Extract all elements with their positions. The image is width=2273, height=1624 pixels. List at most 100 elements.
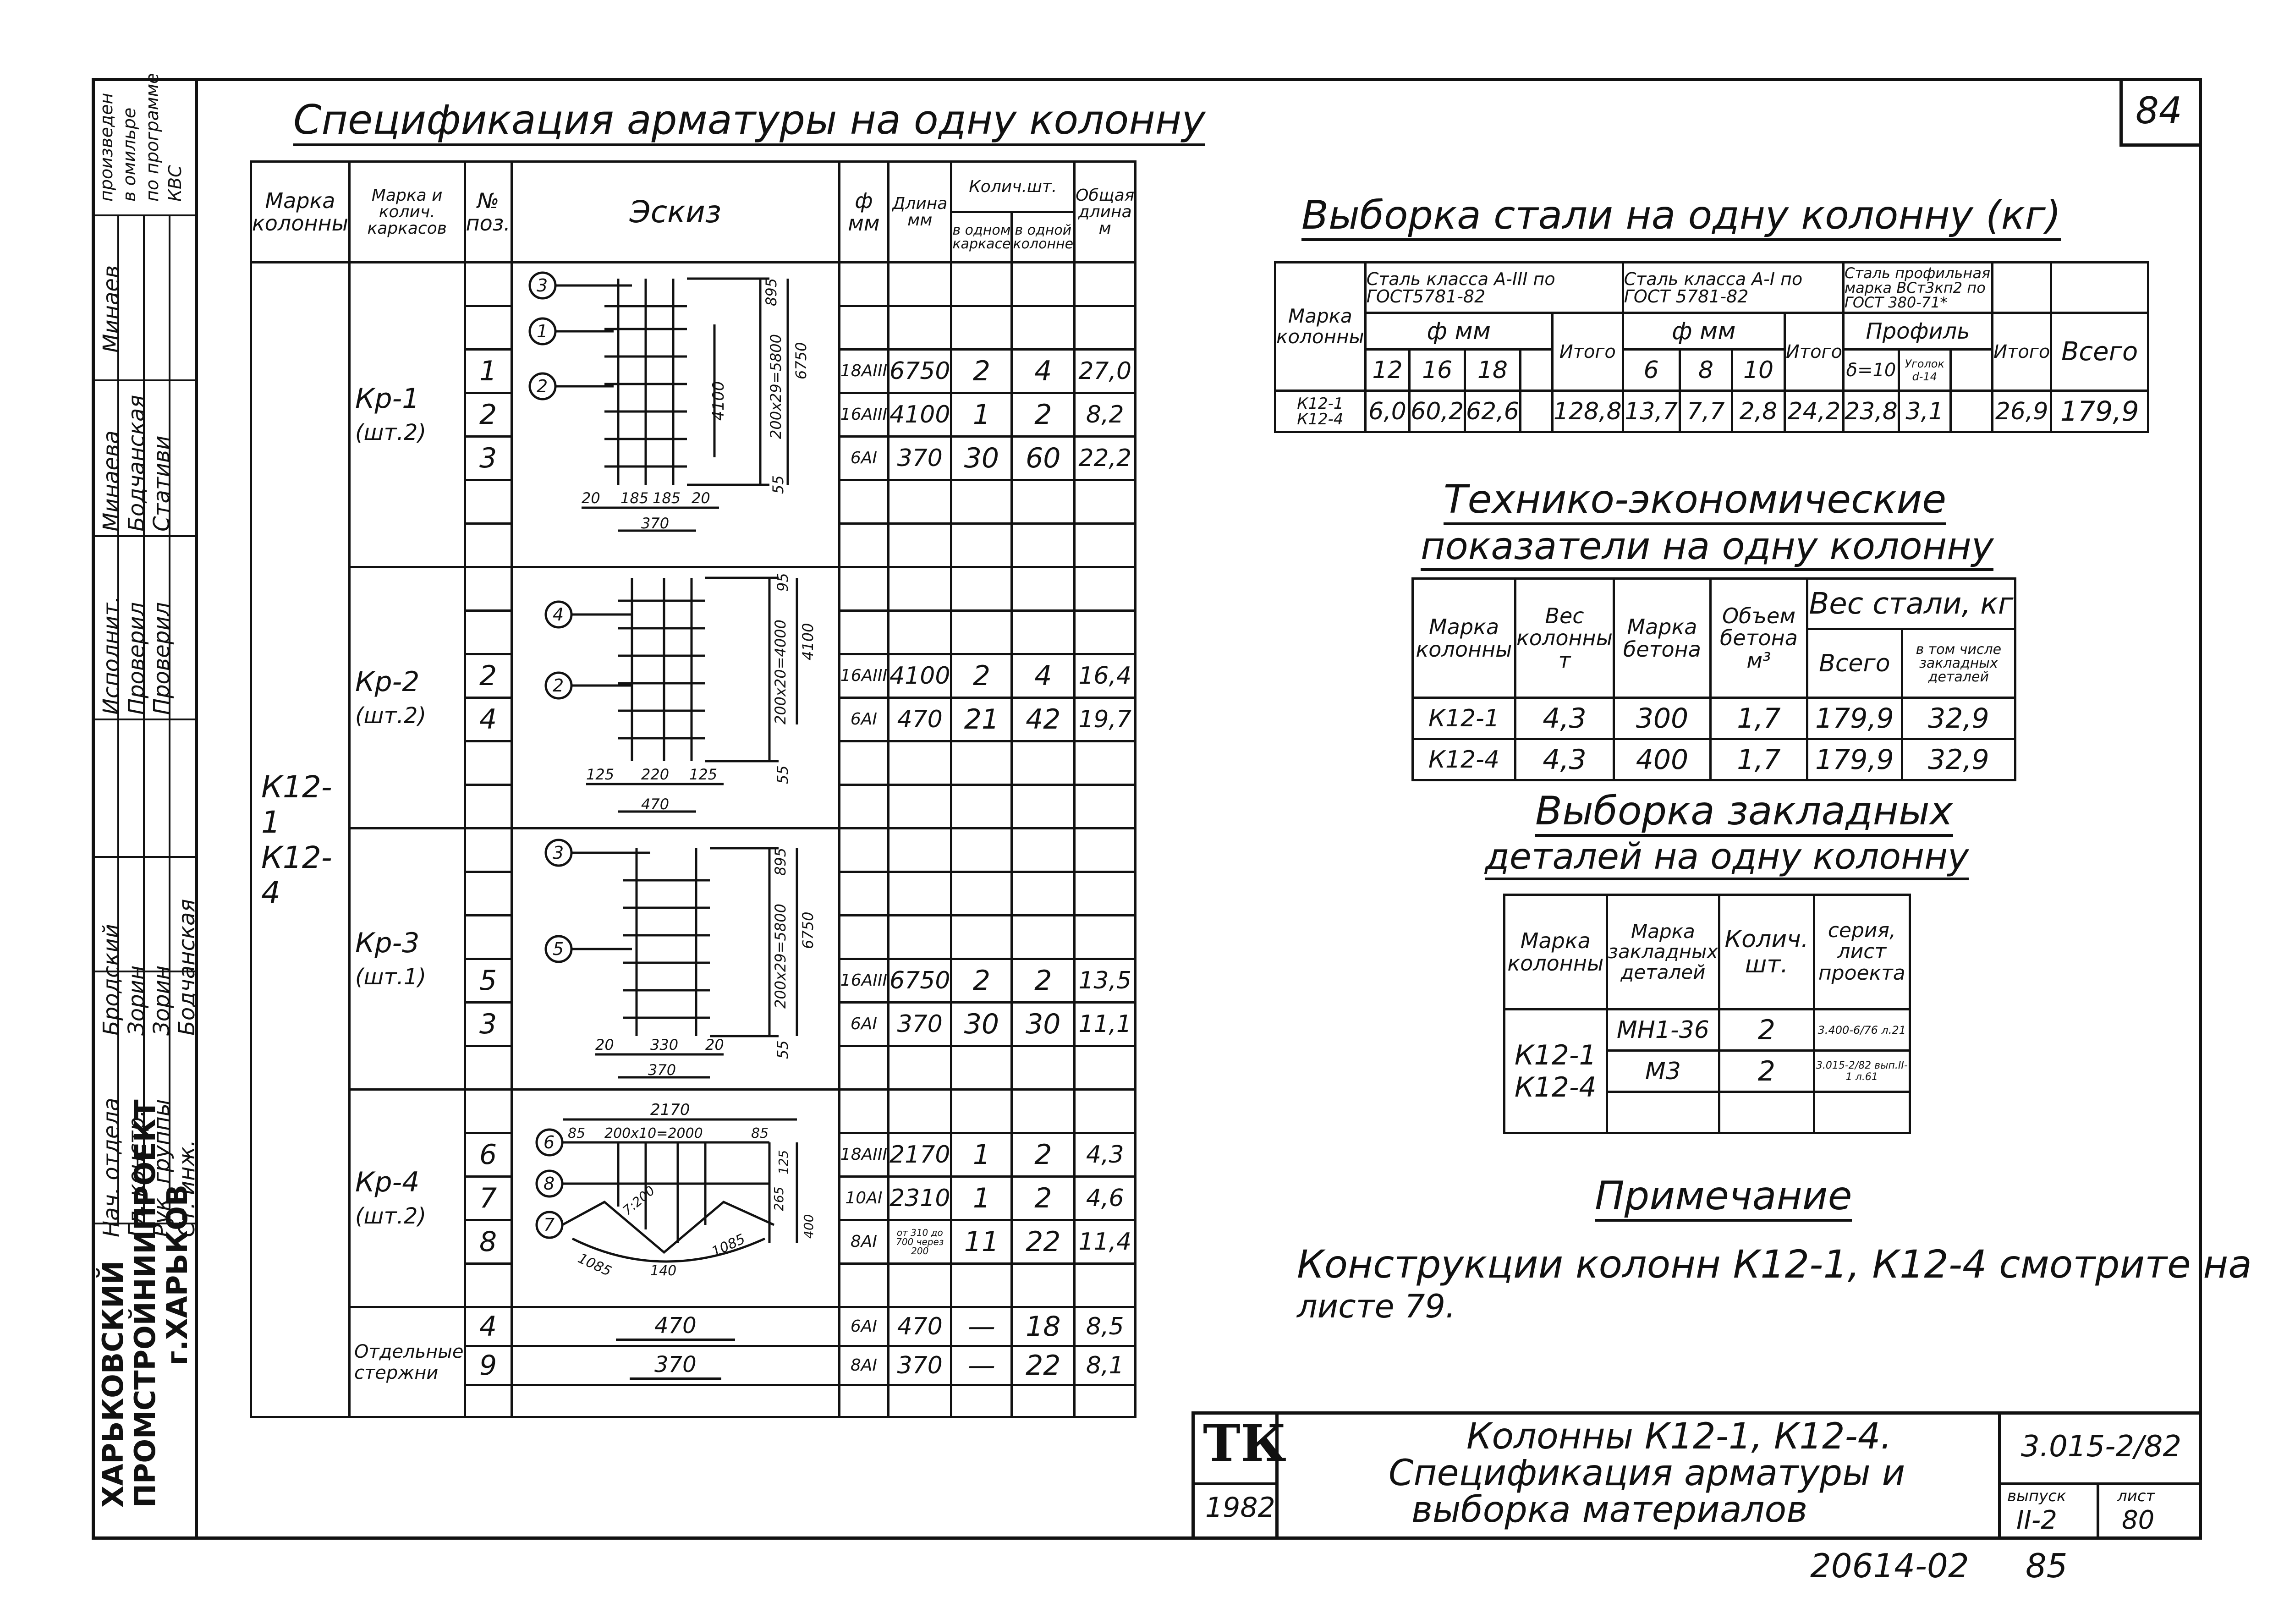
- svg-text:85: 85: [751, 1125, 769, 1141]
- svg-text:330: 330: [650, 1036, 678, 1053]
- stamp-sheet-label: лист: [2117, 1487, 2155, 1505]
- note-title: Примечание: [1595, 1173, 1852, 1222]
- steel-h-profile: Профиль: [1842, 312, 1994, 351]
- steel-h-total: Всего: [2050, 312, 2149, 392]
- svg-text:200х20=4000: 200х20=4000: [772, 620, 789, 724]
- spec-table: Марка колонны Марка и колич. каркасов № …: [250, 160, 1137, 1418]
- sketch-kr3: 3 5 895 200х29=5800 6750 55 20 330 20 37…: [544, 839, 817, 1079]
- svg-text:370: 370: [648, 1061, 676, 1079]
- steel-h-prof: Сталь профильная марка ВСт3кп2 по ГОСТ 3…: [1842, 261, 1994, 314]
- spec-cage-rods: Отдельные стержни: [348, 1306, 466, 1418]
- svg-text:55: 55: [774, 1040, 791, 1059]
- spec-h-len: Длина мм: [887, 160, 953, 263]
- svg-text:20: 20: [595, 1036, 614, 1053]
- page-number: 84: [2136, 89, 2182, 132]
- sketch-kr2: 4 2 200х20=4000 95 4100 55 125 220 125 4…: [544, 573, 817, 813]
- svg-text:185: 185: [620, 489, 648, 507]
- emb-title-2: деталей на одну колонну: [1485, 836, 1969, 880]
- svg-text:185: 185: [653, 489, 681, 507]
- svg-text:85: 85: [568, 1125, 585, 1141]
- svg-text:265: 265: [771, 1187, 786, 1211]
- side-stamp-lines: [92, 214, 198, 1224]
- svg-text:20: 20: [692, 489, 710, 507]
- svg-text:7:200: 7:200: [620, 1183, 658, 1218]
- page-number-box: [2119, 78, 2202, 147]
- sketch-kr3-cell: 3 5 895 200х29=5800 6750 55 20 330 20 37…: [510, 827, 840, 1091]
- bottom-num: 85: [2026, 1547, 2068, 1585]
- svg-text:895: 895: [772, 847, 789, 875]
- stamp-sheet: 80: [2122, 1505, 2155, 1535]
- stamp-issue: II-2: [2016, 1505, 2057, 1535]
- stamp-line-3: выборка материалов: [1411, 1489, 1808, 1531]
- svg-text:5: 5: [553, 939, 564, 959]
- tk-logo: ТК: [1203, 1414, 1286, 1473]
- spec-h-cage: Марка и колич. каркасов: [348, 160, 466, 263]
- spec-h-pos: № поз.: [463, 160, 513, 263]
- spec-h-sketch: Эскиз: [510, 160, 840, 263]
- svg-text:3: 3: [537, 275, 548, 296]
- svg-text:20: 20: [705, 1036, 724, 1053]
- svg-text:8: 8: [544, 1174, 555, 1194]
- svg-text:6750: 6750: [799, 911, 817, 949]
- stamp-year: 1982: [1205, 1492, 1275, 1524]
- svg-text:2: 2: [537, 376, 548, 396]
- tep-table: Марка колонны Вес колонны т Марка бетона…: [1411, 577, 2017, 781]
- steel-title: Выборка стали на одну колонну (кг): [1301, 192, 2061, 241]
- tep-title-1: Технико-экономические: [1444, 477, 1947, 525]
- spec-h-mark: Марка колонны: [250, 160, 351, 263]
- side-stamp-frame: [92, 78, 198, 1540]
- steel-h-mark: Марка колонны: [1274, 261, 1367, 392]
- bottom-code: 20614-02: [1810, 1547, 1969, 1585]
- sketch-rod4: 470: [510, 1306, 840, 1347]
- note-text-1: Конструкции колонн К12-1, К12-4 смотрите…: [1297, 1242, 2252, 1287]
- svg-text:200х29=5800: 200х29=5800: [767, 334, 785, 439]
- spec-h-qty-col: в одной колонне: [1010, 211, 1076, 263]
- sketch-kr4: 6 8 7 2170 85 200х10=2000 85 7:200 125 2…: [535, 1101, 816, 1280]
- svg-text:895: 895: [763, 278, 780, 306]
- svg-text:125: 125: [776, 1150, 791, 1174]
- svg-text:2: 2: [553, 675, 564, 696]
- svg-text:7: 7: [544, 1215, 555, 1235]
- svg-text:140: 140: [650, 1263, 676, 1279]
- sketch-rod9: 370: [510, 1345, 840, 1386]
- spec-cage-kr1: Кр-1(шт.2): [348, 261, 466, 568]
- note-text-2: листе 79.: [1297, 1288, 1456, 1325]
- svg-text:200х10=2000: 200х10=2000: [604, 1125, 703, 1141]
- svg-text:125: 125: [586, 766, 614, 783]
- stamp-code: 3.015-2/82: [2021, 1430, 2182, 1464]
- steel-h-a1: Сталь класса А-I по ГОСТ 5781-82: [1621, 261, 1845, 314]
- svg-text:200х29=5800: 200х29=5800: [772, 904, 789, 1009]
- svg-text:2170: 2170: [650, 1101, 690, 1119]
- spec-h-total: Общая длина м: [1073, 160, 1137, 263]
- svg-text:4: 4: [553, 604, 564, 625]
- steel-h-fmm2: ф мм: [1621, 312, 1786, 351]
- steel-h-a3: Сталь класса А-III по ГОСТ5781-82: [1364, 261, 1624, 314]
- spec-h-qty-cage: в одном каркасе: [950, 211, 1013, 263]
- svg-text:400: 400: [801, 1214, 816, 1239]
- svg-text:95: 95: [774, 573, 791, 592]
- svg-text:55: 55: [774, 765, 791, 784]
- emb-title-1: Выборка закладных: [1535, 788, 1953, 837]
- svg-text:3: 3: [553, 843, 564, 863]
- spec-pos: 1: [463, 348, 513, 394]
- steel-table: Марка колонны Сталь класса А-III по ГОСТ…: [1274, 261, 2149, 433]
- emb-table: Марка колонны Марка закладных деталей Ко…: [1503, 894, 1911, 1134]
- stamp-line-1: Колонны К12-1, К12-4.: [1466, 1416, 1892, 1457]
- spec-h-dia: ф мм: [838, 160, 890, 263]
- steel-h-fmm: ф мм: [1364, 312, 1554, 351]
- spec-title: Спецификация арматуры на одну колонну: [293, 96, 1206, 146]
- spec-cage-kr3: Кр-3(шт.1): [348, 827, 466, 1091]
- svg-text:125: 125: [689, 766, 717, 783]
- svg-text:370: 370: [641, 515, 669, 532]
- spec-cage-kr4: Кр-4(шт.2): [348, 1088, 466, 1308]
- stamp-issue-label: выпуск: [2007, 1487, 2066, 1505]
- stamp-line-2: Спецификация арматуры и: [1389, 1453, 1905, 1494]
- svg-text:220: 220: [641, 766, 669, 783]
- spec-h-qty: Колич.шт.: [950, 160, 1076, 213]
- svg-text:6750: 6750: [792, 342, 810, 379]
- sketch-kr2-cell: 4 2 200х20=4000 95 4100 55 125 220 125 4…: [510, 566, 840, 829]
- svg-text:55: 55: [769, 475, 787, 494]
- svg-text:6: 6: [544, 1132, 555, 1152]
